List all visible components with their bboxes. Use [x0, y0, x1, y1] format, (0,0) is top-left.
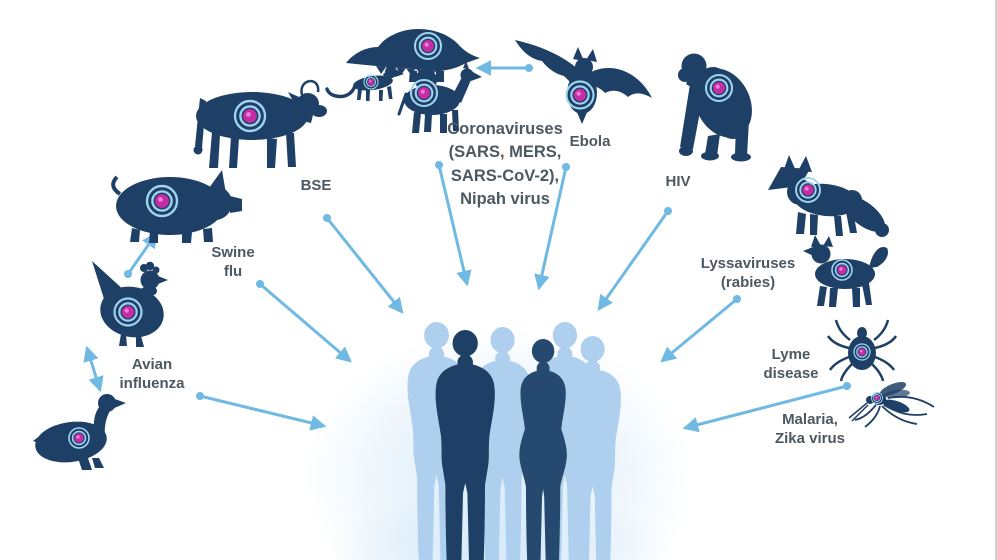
arrow-duck-chicken — [83, 345, 104, 393]
arrow-swine-human — [256, 280, 352, 363]
virus-marker-icon — [363, 74, 379, 90]
label-swine-flu: Swine flu — [211, 244, 255, 281]
virus-marker-icon — [565, 80, 595, 110]
pig — [111, 170, 242, 243]
arrow-hiv-human — [597, 207, 672, 311]
virus-marker-icon — [68, 427, 90, 449]
camel — [397, 61, 482, 133]
duck — [33, 394, 126, 470]
virus-marker-icon — [409, 78, 439, 108]
virus-marker-icon — [795, 177, 821, 203]
wolf — [803, 235, 888, 307]
arrow-bat-pangolin — [475, 60, 533, 76]
tick — [826, 319, 898, 382]
arrow-bse-human — [323, 214, 404, 314]
virus-marker-icon — [413, 31, 443, 61]
virus-marker-icon — [145, 184, 179, 218]
arrow-lyme-human — [682, 382, 851, 433]
label-malaria-zika: Malaria, Zika virus — [774, 411, 846, 448]
virus-marker-icon — [871, 392, 883, 404]
label-coronaviruses: Coronaviruses (SARS, MERS, SARS-CoV-2), … — [447, 120, 563, 209]
transmission-arrows — [83, 60, 851, 433]
virus-marker-icon — [853, 343, 871, 361]
label-ebola: Ebola — [569, 133, 611, 150]
bat — [515, 40, 652, 124]
label-lyme-disease: Lyme disease — [763, 346, 819, 383]
chimpanzee — [678, 53, 752, 162]
arrow-lyssa-human — [660, 295, 741, 363]
label-hiv: HIV — [665, 173, 691, 190]
label-lyssaviruses: Lyssaviruses (rabies) — [700, 255, 796, 292]
mosquito — [848, 382, 935, 428]
virus-marker-icon — [113, 297, 143, 327]
label-bse: BSE — [300, 177, 332, 194]
virus-marker-icon — [831, 259, 853, 281]
pangolin — [346, 29, 480, 82]
virus-marker-icon — [704, 73, 734, 103]
fox — [768, 155, 889, 237]
label-avian-influenza: Avian influenza — [119, 356, 185, 393]
arrow-corona-human — [435, 161, 472, 287]
cow — [193, 79, 327, 168]
screen-edge-artifact — [995, 0, 997, 560]
arrow-ebola-human — [534, 163, 570, 291]
virus-marker-icon — [233, 99, 267, 133]
arrow-avian-human — [196, 392, 327, 431]
chicken — [92, 261, 168, 347]
